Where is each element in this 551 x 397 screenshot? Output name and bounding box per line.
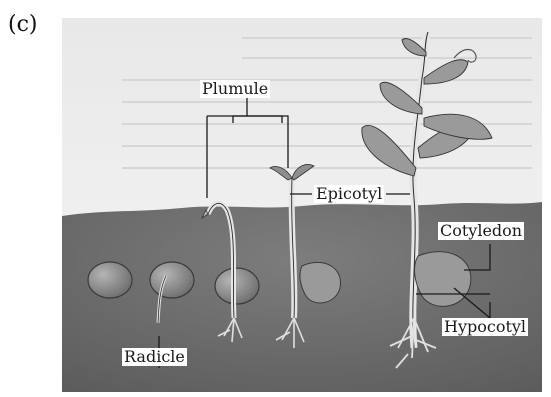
germination-diagram: Plumule Epicotyl Cotyledon Hypocotyl Rad…	[62, 18, 542, 392]
label-radicle: Radicle	[122, 348, 187, 366]
label-hypocotyl: Hypocotyl	[442, 318, 528, 336]
label-epicotyl: Epicotyl	[314, 185, 384, 203]
seed-stage-3	[215, 268, 259, 304]
seed-stage-1	[88, 262, 132, 298]
seed-stage-2	[150, 262, 194, 298]
cotyledon-stage-5	[415, 252, 471, 307]
label-cotyledon: Cotyledon	[438, 222, 524, 240]
label-plumule: Plumule	[200, 80, 270, 98]
panel-letter: (c)	[8, 12, 38, 37]
